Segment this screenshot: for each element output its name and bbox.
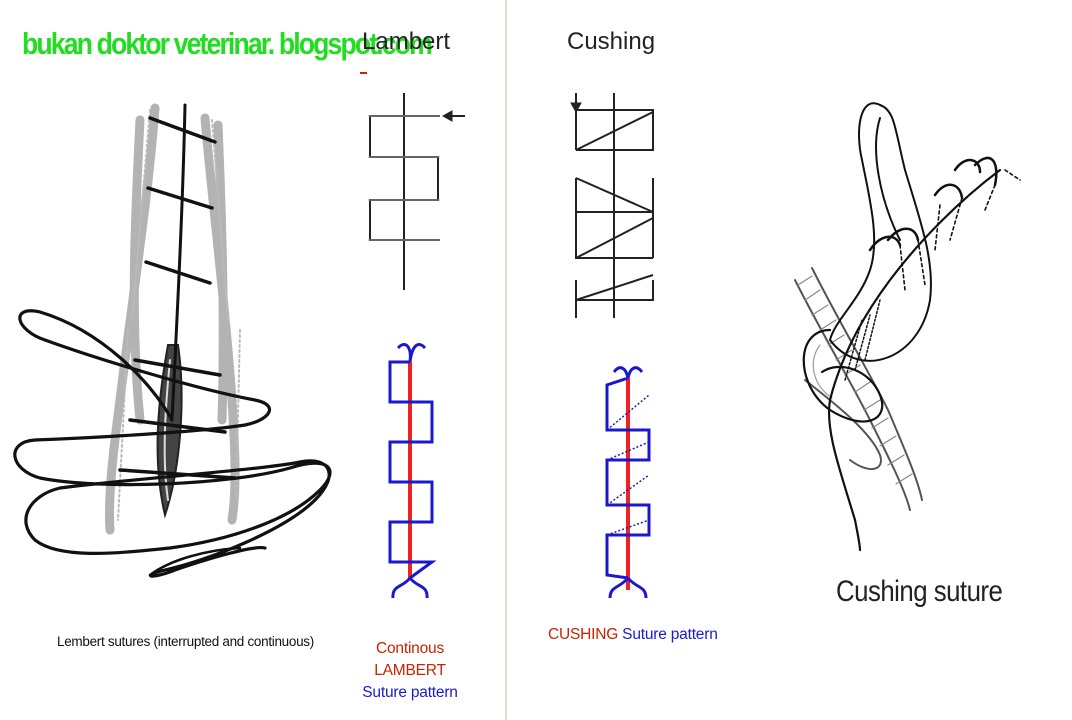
pulled-tissue [828,102,932,362]
continuous-thread [13,309,332,578]
inverting-stitches [868,156,998,252]
lembert-sutures-illustration [13,103,332,578]
cushing-pattern-rest: Suture pattern [618,626,718,643]
stitch-dashes [899,169,1021,291]
section-divider [505,0,507,720]
arrow-down-icon [570,93,582,114]
red-tick-mark [360,72,367,74]
lambert-pattern-label: Continous LAMBERT Suture pattern [340,638,480,704]
lambert-pattern-label-line1: Continous LAMBERT [374,640,446,679]
arrow-left-icon [441,110,465,122]
suture-thread [827,168,1002,552]
intestine-tissue [794,267,923,511]
curled-lip [802,328,884,423]
lambert-schematic [368,93,440,290]
blog-watermark: bukan doktor veterinar. blogspot.com [22,26,433,61]
lambert-colored-pattern [388,343,437,599]
cushing-schematic [575,93,654,318]
cushing-pattern-word: CUSHING [548,626,619,643]
cushing-pattern-label: CUSHING Suture pattern [548,624,718,646]
cushing-illustration-caption: Cushing suture [836,575,1003,608]
cushing-colored-pattern [605,366,651,599]
lembert-illustration-caption: Lembert sutures (interrupted and continu… [57,634,314,649]
cushing-title: Cushing [567,28,656,55]
lambert-title: Lambert [362,28,451,55]
cushing-suture-illustration [794,102,1021,552]
lambert-pattern-label-line2: Suture pattern [362,684,458,701]
tissue-hatching [797,275,913,485]
vertical-thread [170,103,187,422]
